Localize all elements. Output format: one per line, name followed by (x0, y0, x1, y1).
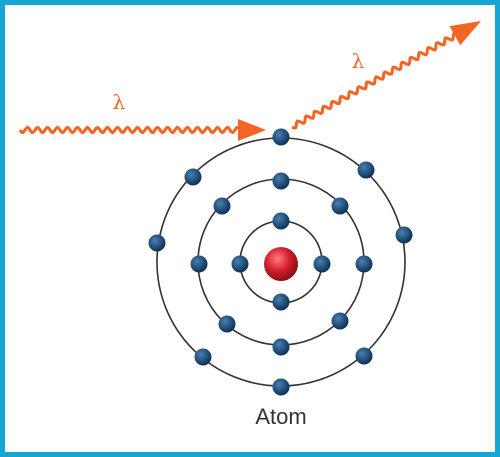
electron-icon (313, 255, 331, 273)
electron-icon (331, 312, 349, 330)
electron-icon (355, 255, 373, 273)
electron-icon (272, 128, 290, 146)
scattered-photon-arrowhead (449, 21, 481, 46)
incoming-photon-wave (18, 125, 242, 135)
electron-icon (184, 168, 202, 186)
electron-group (148, 128, 413, 396)
electron-icon (272, 293, 290, 311)
scattered-photon-wave (291, 31, 456, 130)
electron-icon (272, 212, 290, 230)
electron-icon (272, 378, 290, 396)
electron-icon (357, 161, 375, 179)
electron-icon (272, 338, 290, 356)
incoming-photon-arrowhead (238, 119, 266, 141)
scattered-wavelength-label: λ (352, 49, 365, 73)
electron-icon (218, 315, 236, 333)
electron-icon (395, 226, 413, 244)
incoming-photon-wave-arrow (18, 119, 266, 141)
electron-icon (231, 255, 249, 273)
electron-icon (148, 234, 166, 252)
electron-icon (272, 172, 290, 190)
incoming-wavelength-label: λ (113, 90, 126, 114)
atom-label: Atom (255, 404, 306, 429)
scattered-photon-wave-arrow (291, 21, 481, 130)
electron-icon (355, 347, 373, 365)
electron-icon (331, 197, 349, 215)
electron-icon (190, 255, 208, 273)
nucleus-icon (264, 247, 298, 281)
electron-icon (194, 348, 212, 366)
electron-icon (213, 197, 231, 215)
